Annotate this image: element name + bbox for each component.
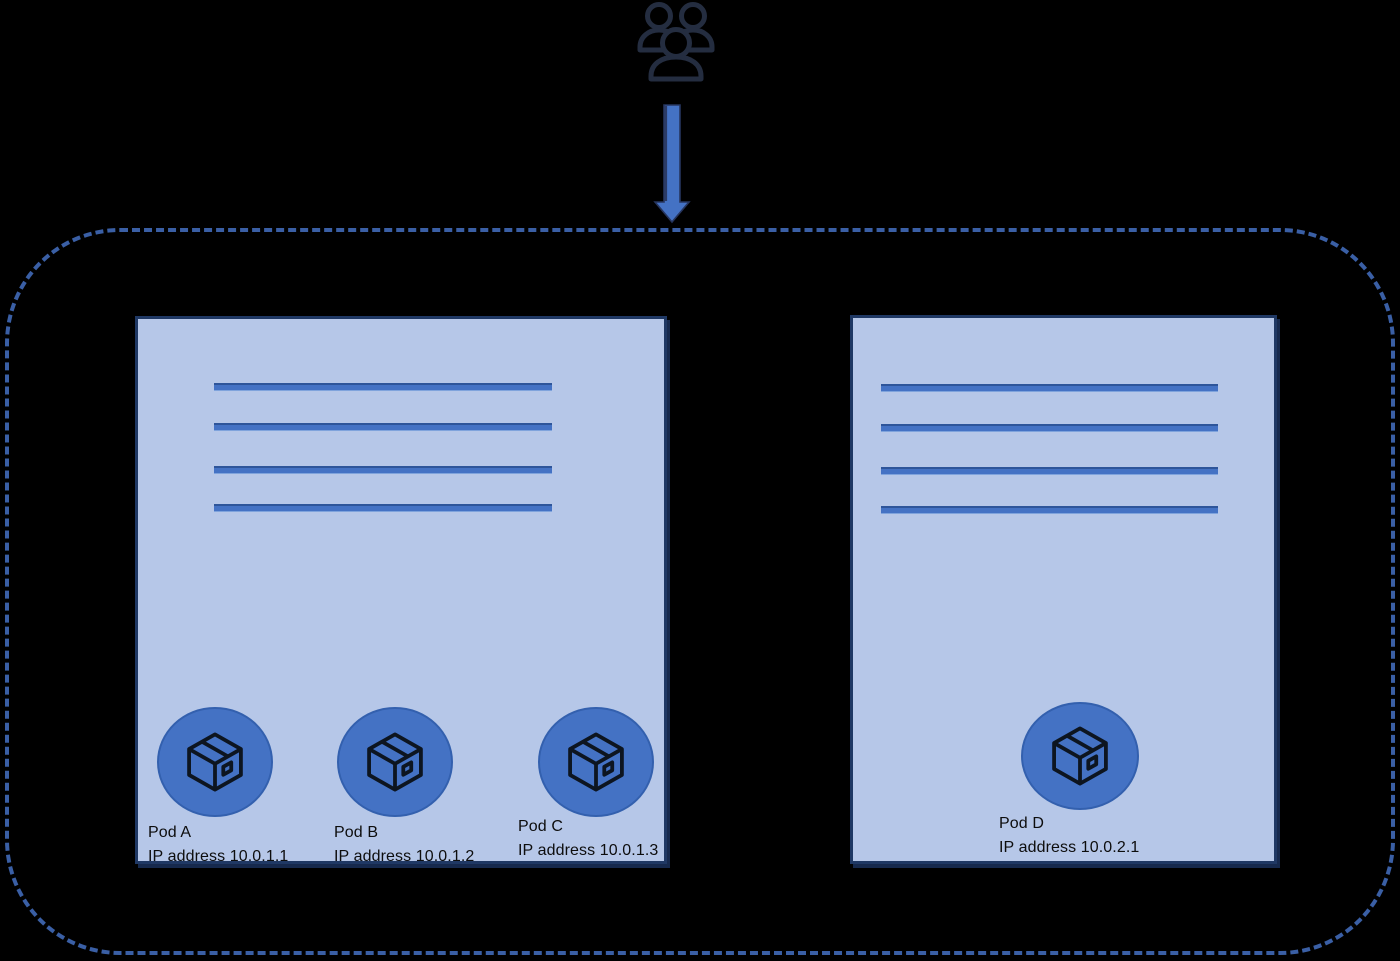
node-panel-2: Pod D IP address 10.0.2.1 (850, 315, 1277, 864)
placeholder-line (214, 423, 552, 431)
cluster-boundary (5, 228, 1395, 955)
pod-ip: IP address 10.0.2.1 (999, 839, 1140, 856)
node-panel-1: Pod A IP address 10.0.1.1 Pod B IP addre… (135, 316, 667, 865)
placeholder-line (881, 384, 1218, 392)
pod-circle (1021, 702, 1139, 810)
package-box-icon (1052, 726, 1108, 786)
pod-label: Pod A IP address 10.0.1.1 (148, 821, 368, 869)
package-box-icon (568, 732, 624, 792)
pod-name: Pod D (999, 815, 1044, 832)
pod-ip: IP address 10.0.1.3 (518, 842, 659, 859)
pod-circle (157, 707, 273, 817)
placeholder-line (214, 383, 552, 391)
users-icon (637, 2, 715, 82)
pod-ip: IP address 10.0.1.1 (148, 848, 289, 865)
pod-name: Pod B (334, 824, 379, 841)
pod-label: Pod D IP address 10.0.2.1 (999, 812, 1219, 860)
placeholder-line (881, 506, 1218, 514)
pod-name: Pod C (518, 818, 563, 835)
placeholder-line (881, 467, 1218, 475)
down-arrow-icon (653, 104, 691, 224)
package-box-icon (367, 732, 423, 792)
pod-circle (538, 707, 654, 817)
placeholder-line (881, 424, 1218, 432)
placeholder-line (214, 466, 552, 474)
pod-circle (337, 707, 453, 817)
pod-label: Pod B IP address 10.0.1.2 (334, 821, 554, 869)
pod-ip: IP address 10.0.1.2 (334, 848, 475, 865)
pod-label: Pod C IP address 10.0.1.3 (518, 815, 738, 863)
pod-name: Pod A (148, 824, 192, 841)
package-box-icon (187, 732, 243, 792)
placeholder-line (214, 504, 552, 512)
